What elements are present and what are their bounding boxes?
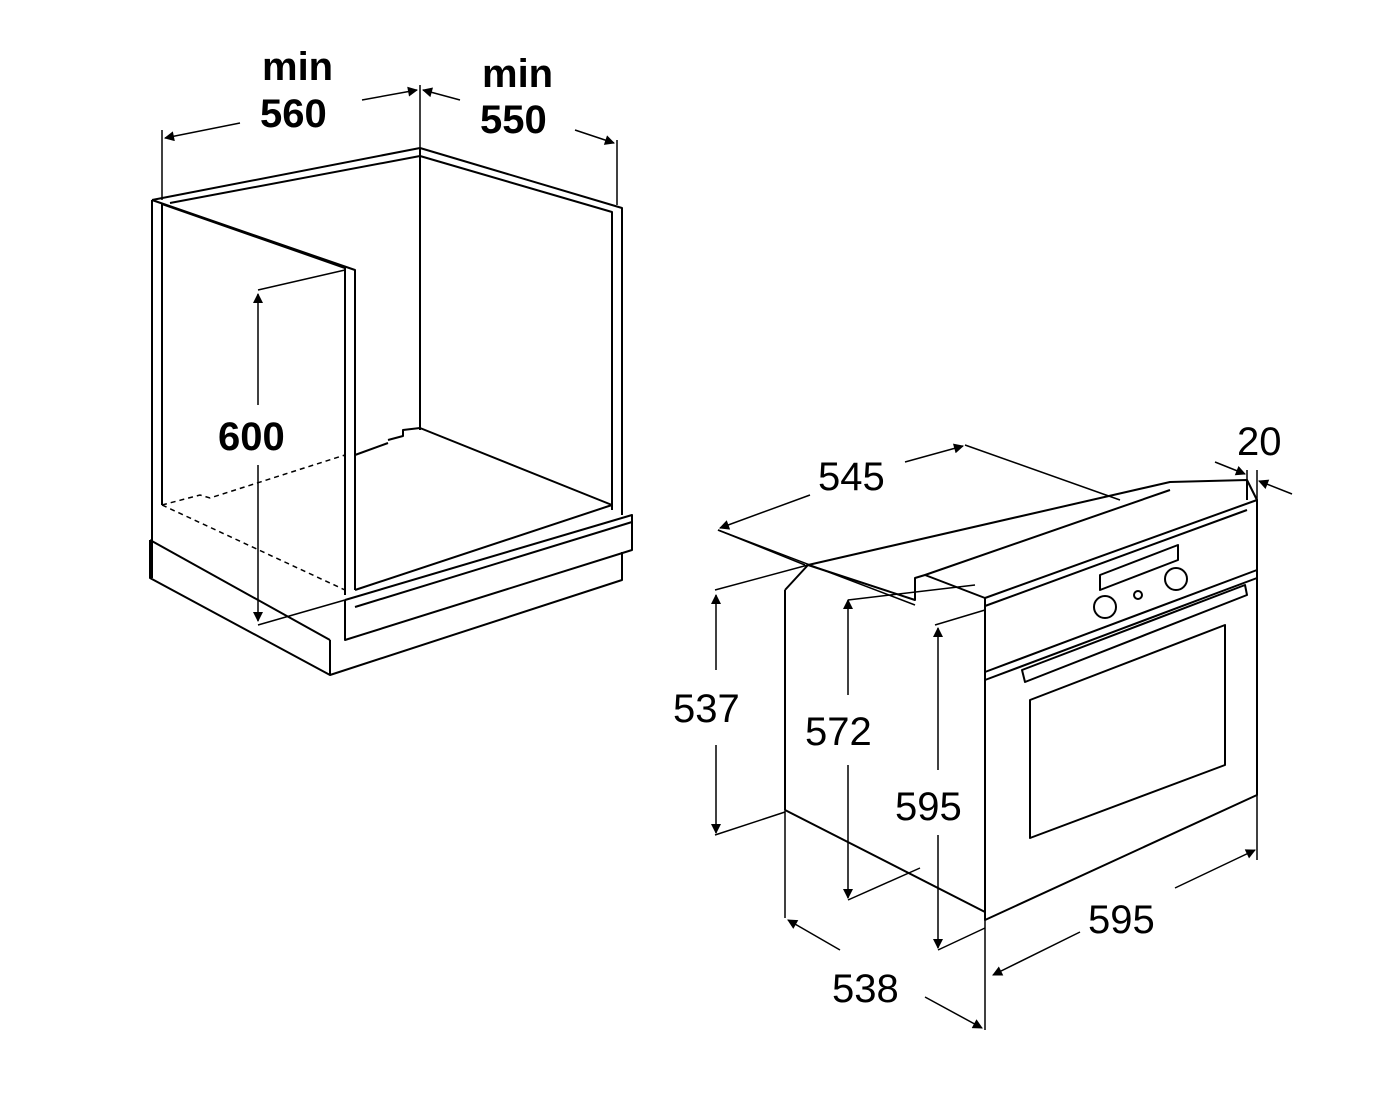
oven-inner-height-label: 572 xyxy=(805,710,872,754)
oven-body-width-label: 538 xyxy=(832,967,899,1011)
cabinet-width-value: 560 xyxy=(260,92,327,136)
door-handle xyxy=(1021,584,1248,683)
oven-front-width-label: 595 xyxy=(1088,898,1155,942)
knob-left-icon xyxy=(1093,595,1117,619)
oven-body-height-label: 537 xyxy=(673,687,740,731)
cabinet-depth-prefix: min xyxy=(482,52,553,96)
cabinet-drawing xyxy=(149,85,633,676)
cabinet-height-value: 600 xyxy=(218,415,285,459)
oven-front-height-label: 595 xyxy=(895,785,962,829)
oven-depth-top-label: 545 xyxy=(818,455,885,499)
knob-right-icon xyxy=(1164,567,1188,591)
oven-front-thickness-label: 20 xyxy=(1237,420,1282,464)
cabinet-depth-value: 550 xyxy=(480,98,547,142)
oven-drawing xyxy=(711,443,1293,1030)
cabinet-width-prefix: min xyxy=(262,45,333,89)
